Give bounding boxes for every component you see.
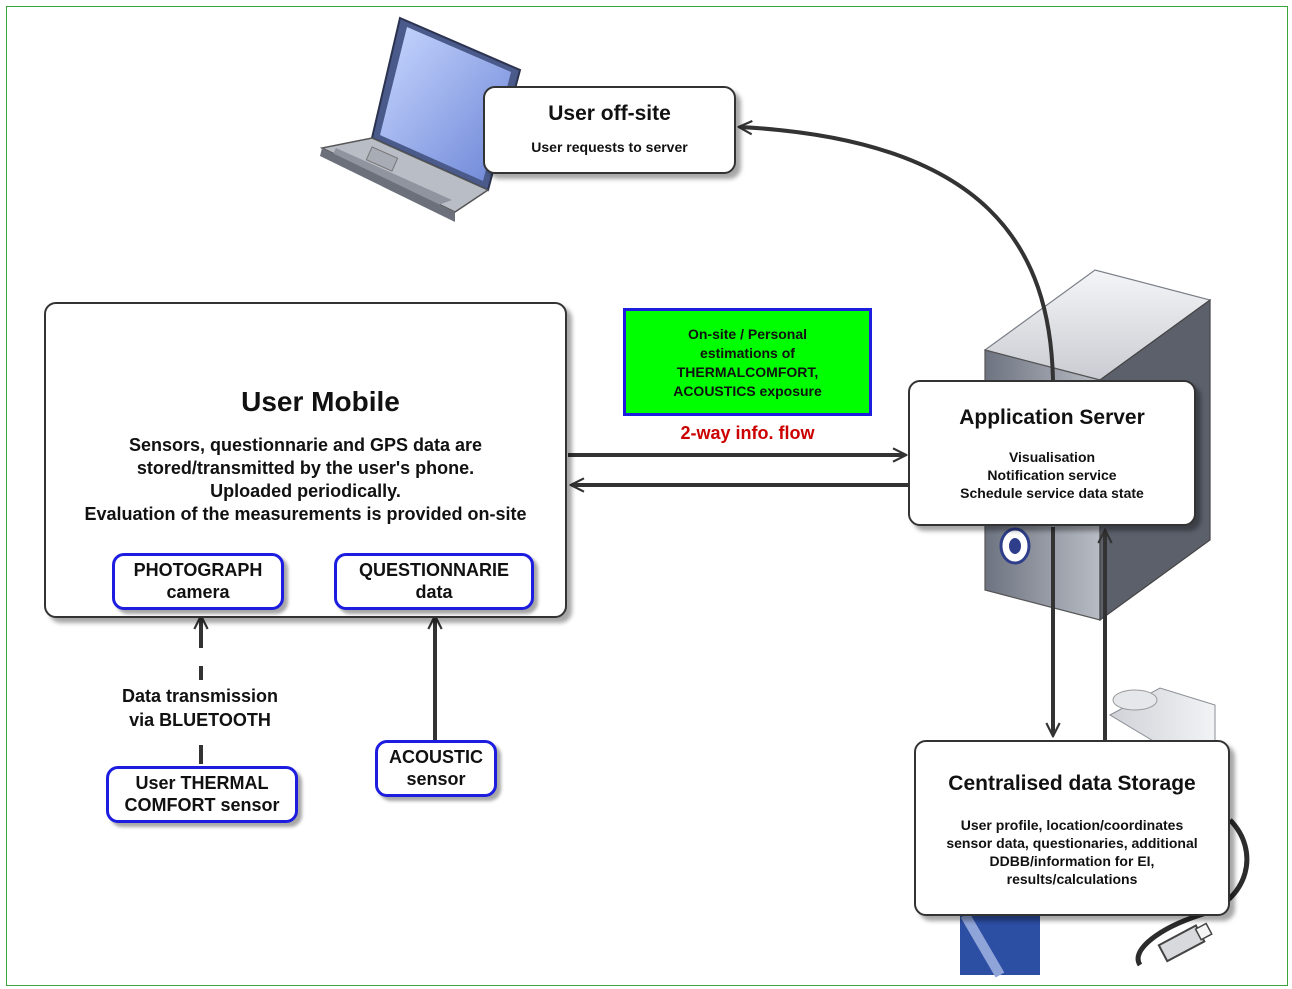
questionnarie-data-tag: QUESTIONNARIE data — [334, 553, 534, 610]
arrow-server-to-offsite — [740, 127, 1055, 381]
thermal-comfort-sensor-tag: User THERMAL COMFORT sensor — [106, 766, 298, 823]
storage-content-line: DDBB/information for EI, — [989, 853, 1155, 869]
laptop-icon — [319, 16, 522, 222]
two-way-flow-label: 2-way info. flow — [680, 423, 815, 443]
bluetooth-label: Data transmission via BLUETOOTH — [95, 684, 305, 732]
user-mobile-desc-line: Uploaded periodically. — [210, 481, 401, 501]
diagram-frame — [6, 6, 1288, 986]
user-mobile-title: User Mobile — [241, 386, 400, 417]
estimation-note-line: On-site / Personal — [687, 326, 808, 342]
user-offsite-subtitle: User requests to server — [531, 139, 688, 155]
data-storage-box: Centralised data Storage User profile, l… — [914, 740, 1230, 916]
storage-content-line: sensor data, questionaries, additional — [946, 835, 1198, 851]
application-server-services: Visualisation Notification service Sched… — [910, 448, 1194, 502]
storage-content-line: User profile, location/coordinates — [960, 817, 1184, 833]
camera-label: camera — [166, 582, 230, 602]
photograph-camera-tag: PHOTOGRAPH camera — [112, 553, 284, 610]
questionnarie-label: QUESTIONNARIE — [358, 560, 509, 580]
user-mobile-desc-line: Sensors, questionnarie and GPS data are — [128, 435, 483, 455]
application-server-box: Application Server Visualisation Notific… — [908, 380, 1196, 526]
estimation-note-line: estimations of — [700, 345, 795, 361]
user-mobile-description: Sensors, questionnarie and GPS data are … — [46, 434, 565, 526]
photograph-label: PHOTOGRAPH — [133, 560, 263, 580]
thermal-sensor-line2: COMFORT sensor — [124, 795, 280, 815]
acoustic-sensor-tag: ACOUSTIC sensor — [375, 740, 497, 797]
estimation-note: On-site / Personal estimations of THERMA… — [623, 308, 872, 416]
bluetooth-label-line1: Data transmission — [121, 686, 279, 706]
server-service-line: Notification service — [987, 467, 1117, 483]
bluetooth-label-line2: via BLUETOOTH — [129, 710, 271, 730]
user-mobile-desc-line: stored/transmitted by the user's phone. — [136, 458, 475, 478]
thermal-sensor-line1: User THERMAL — [135, 773, 269, 793]
estimation-note-line: THERMALCOMFORT, — [676, 364, 819, 380]
user-offsite-box: User off-site User requests to server — [483, 86, 736, 174]
data-storage-contents: User profile, location/coordinates senso… — [916, 816, 1228, 888]
estimation-note-line: ACOUSTICS exposure — [673, 383, 822, 399]
user-offsite-title: User off-site — [548, 102, 671, 125]
server-service-line: Visualisation — [1008, 449, 1096, 465]
user-mobile-desc-line: Evaluation of the measurements is provid… — [84, 504, 527, 524]
data-label: data — [415, 582, 453, 602]
acoustic-sensor-line2: sensor — [406, 769, 466, 789]
application-server-title: Application Server — [959, 406, 1145, 429]
server-service-line: Schedule service data state — [960, 485, 1144, 501]
storage-content-line: results/calculations — [1006, 871, 1138, 887]
data-storage-title: Centralised data Storage — [948, 772, 1196, 795]
acoustic-sensor-line1: ACOUSTIC — [389, 747, 483, 767]
